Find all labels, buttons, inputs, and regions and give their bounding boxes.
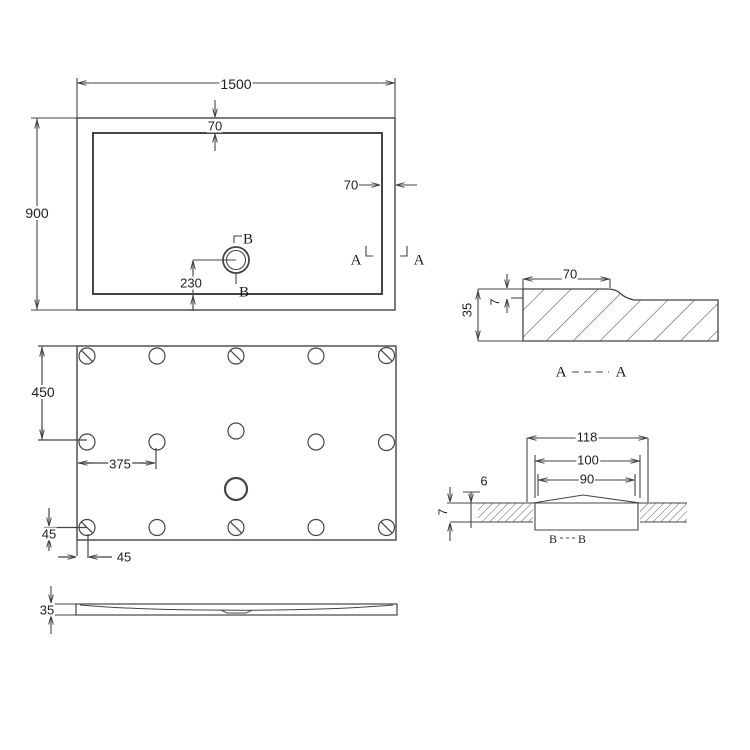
dim-aa-total-height: 35 bbox=[459, 301, 475, 319]
dim-plan-width: 1500 bbox=[219, 76, 253, 92]
section-bb-floor-left bbox=[478, 503, 533, 522]
dim-underside-edge-v: 45 bbox=[40, 526, 58, 542]
dim-plan-rim-top: 70 bbox=[206, 118, 224, 134]
section-b-label-top: B bbox=[242, 231, 254, 248]
section-a-label-left: A bbox=[350, 252, 362, 269]
section-b-mark-top bbox=[233, 235, 242, 243]
section-bb-title-right: B bbox=[577, 532, 587, 546]
dim-plan-height: 900 bbox=[24, 205, 50, 221]
dim-bb-cover-height: 6 bbox=[479, 473, 489, 489]
section-a-mark-right bbox=[400, 246, 408, 257]
dim-plan-rim-side: 70 bbox=[342, 177, 360, 193]
section-aa-hatched-body bbox=[522, 288, 719, 342]
section-b-label-bottom: B bbox=[238, 284, 250, 301]
underside-view bbox=[38, 345, 397, 558]
drain-box bbox=[534, 503, 639, 531]
dim-profile-thickness: 35 bbox=[38, 602, 56, 618]
dim-bb-inner: 90 bbox=[578, 471, 596, 487]
dim-bb-outer: 118 bbox=[575, 429, 599, 445]
drain-cover bbox=[532, 494, 641, 504]
dim-underside-row-spacing: 450 bbox=[30, 384, 56, 400]
section-aa-view bbox=[478, 274, 719, 373]
dim-underside-edge-h: 45 bbox=[115, 549, 133, 565]
dim-aa-rim-width: 70 bbox=[561, 266, 579, 282]
dim-plan-drain-offset: 230 bbox=[179, 275, 203, 291]
section-bb-view bbox=[447, 438, 687, 541]
dim-bb-mid: 100 bbox=[576, 452, 600, 468]
dim-aa-lip-height: 7 bbox=[488, 297, 502, 307]
section-a-label-right: A bbox=[413, 252, 425, 269]
side-profile-view bbox=[45, 586, 398, 634]
section-bb-floor-right bbox=[640, 503, 687, 522]
section-aa-title-right: A bbox=[615, 364, 627, 381]
drain-circle-underside bbox=[223, 476, 249, 502]
plan-view bbox=[31, 78, 417, 311]
drain-profile bbox=[220, 609, 253, 614]
dim-underside-col-spacing: 375 bbox=[108, 456, 132, 472]
section-bb-title-left: B bbox=[548, 532, 558, 546]
section-a-mark-left bbox=[365, 246, 373, 257]
dim-bb-floor: 7 bbox=[436, 507, 450, 517]
section-aa-title-left: A bbox=[555, 364, 567, 381]
